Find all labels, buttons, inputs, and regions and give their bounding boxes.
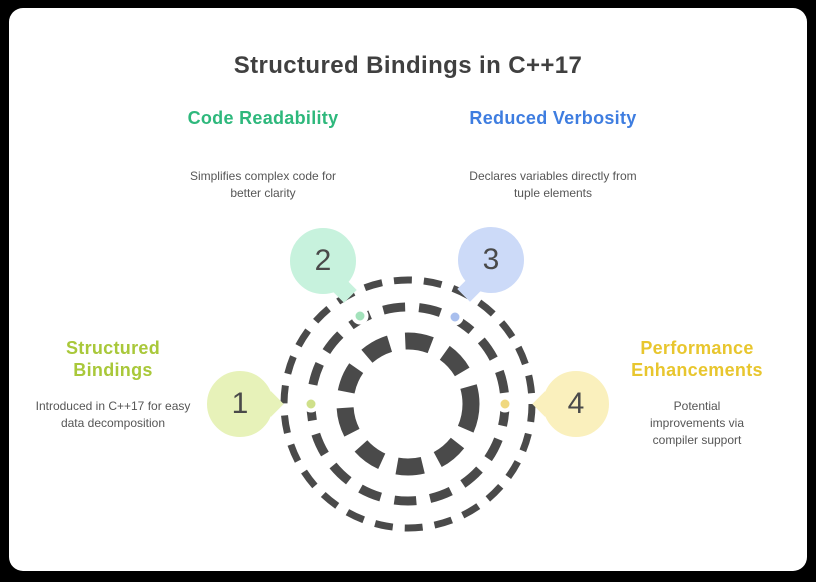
bubble-4: 4	[532, 366, 614, 442]
bubble-1-number: 1	[231, 387, 249, 420]
connector-dot-4	[496, 395, 514, 413]
bubble-3: 3	[453, 222, 529, 302]
item-4-label: Performance Enhancements	[631, 338, 763, 380]
bubble-2-number: 2	[314, 244, 332, 277]
bubble-4-number: 4	[567, 387, 585, 420]
infographic-card	[9, 8, 807, 571]
connector-dot-2	[351, 307, 369, 325]
orbit-ring-inner	[336, 332, 480, 476]
item-2-description: Simplifies complex code for better clari…	[189, 169, 337, 200]
connector-dot-1	[302, 395, 320, 413]
bubble-3-number: 3	[482, 243, 500, 276]
item-3-description: Declares variables directly from tuple e…	[469, 169, 637, 200]
bubble-2: 2	[285, 223, 361, 303]
item-3-label: Reduced Verbosity	[469, 108, 637, 128]
bubble-1: 1	[202, 366, 284, 442]
item-1-description: Introduced in C++17 for easy data decomp…	[35, 399, 191, 430]
item-4-description: Potential improvements via compiler supp…	[649, 399, 745, 447]
orbit-rings-diagram	[280, 276, 536, 532]
orbit-ring-outer	[280, 276, 536, 532]
item-2-label: Code Readability	[187, 108, 339, 128]
connector-dot-3	[446, 308, 464, 326]
page-title: Structured Bindings in C++17	[233, 52, 583, 79]
item-1-label: Structured Bindings	[65, 338, 160, 380]
